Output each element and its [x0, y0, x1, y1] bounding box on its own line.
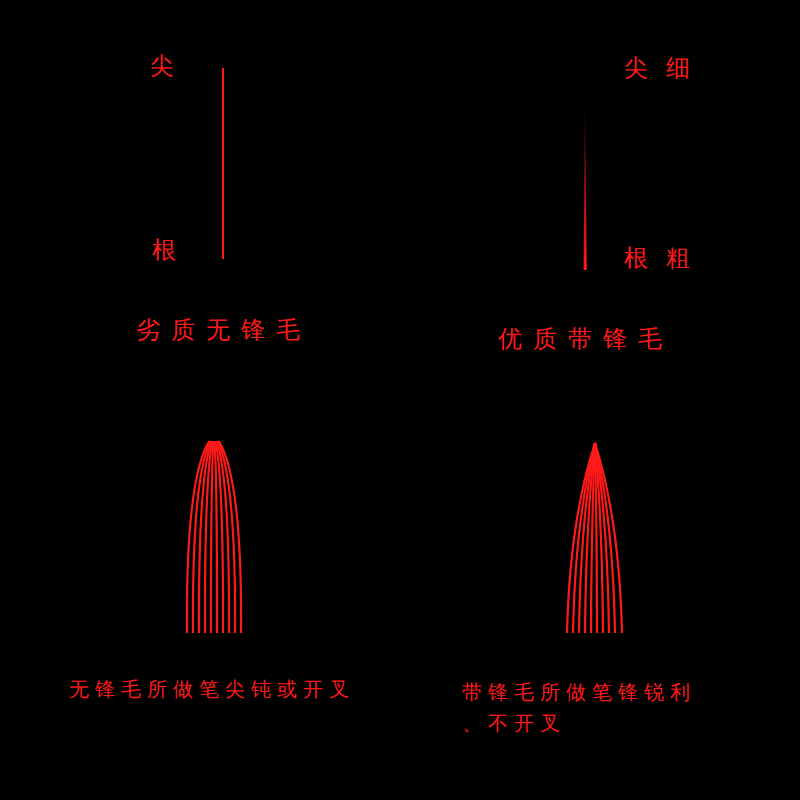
tipped-hair	[584, 88, 587, 270]
brush-tip	[588, 441, 602, 472]
label-text: 带锋毛所做笔锋锐利、不开叉	[462, 677, 710, 739]
label-text: 根粗	[624, 244, 708, 273]
hair-stroke	[218, 441, 235, 633]
label-text: 优质带锋毛	[498, 325, 673, 354]
label-text: 尖	[150, 52, 174, 81]
label-text: 根	[152, 236, 176, 265]
hair-stroke	[215, 441, 217, 633]
blunt-brush	[187, 441, 241, 633]
sharp-brush	[567, 441, 622, 633]
hair-stroke	[219, 441, 241, 633]
label-text: 劣质无锋毛	[136, 316, 311, 345]
label-text: 尖细	[624, 54, 708, 83]
hair-stroke	[193, 441, 210, 633]
plain-hair	[222, 68, 224, 259]
hair-stroke	[211, 441, 213, 633]
label-text: 无锋毛所做笔尖钝或开叉	[69, 677, 355, 701]
